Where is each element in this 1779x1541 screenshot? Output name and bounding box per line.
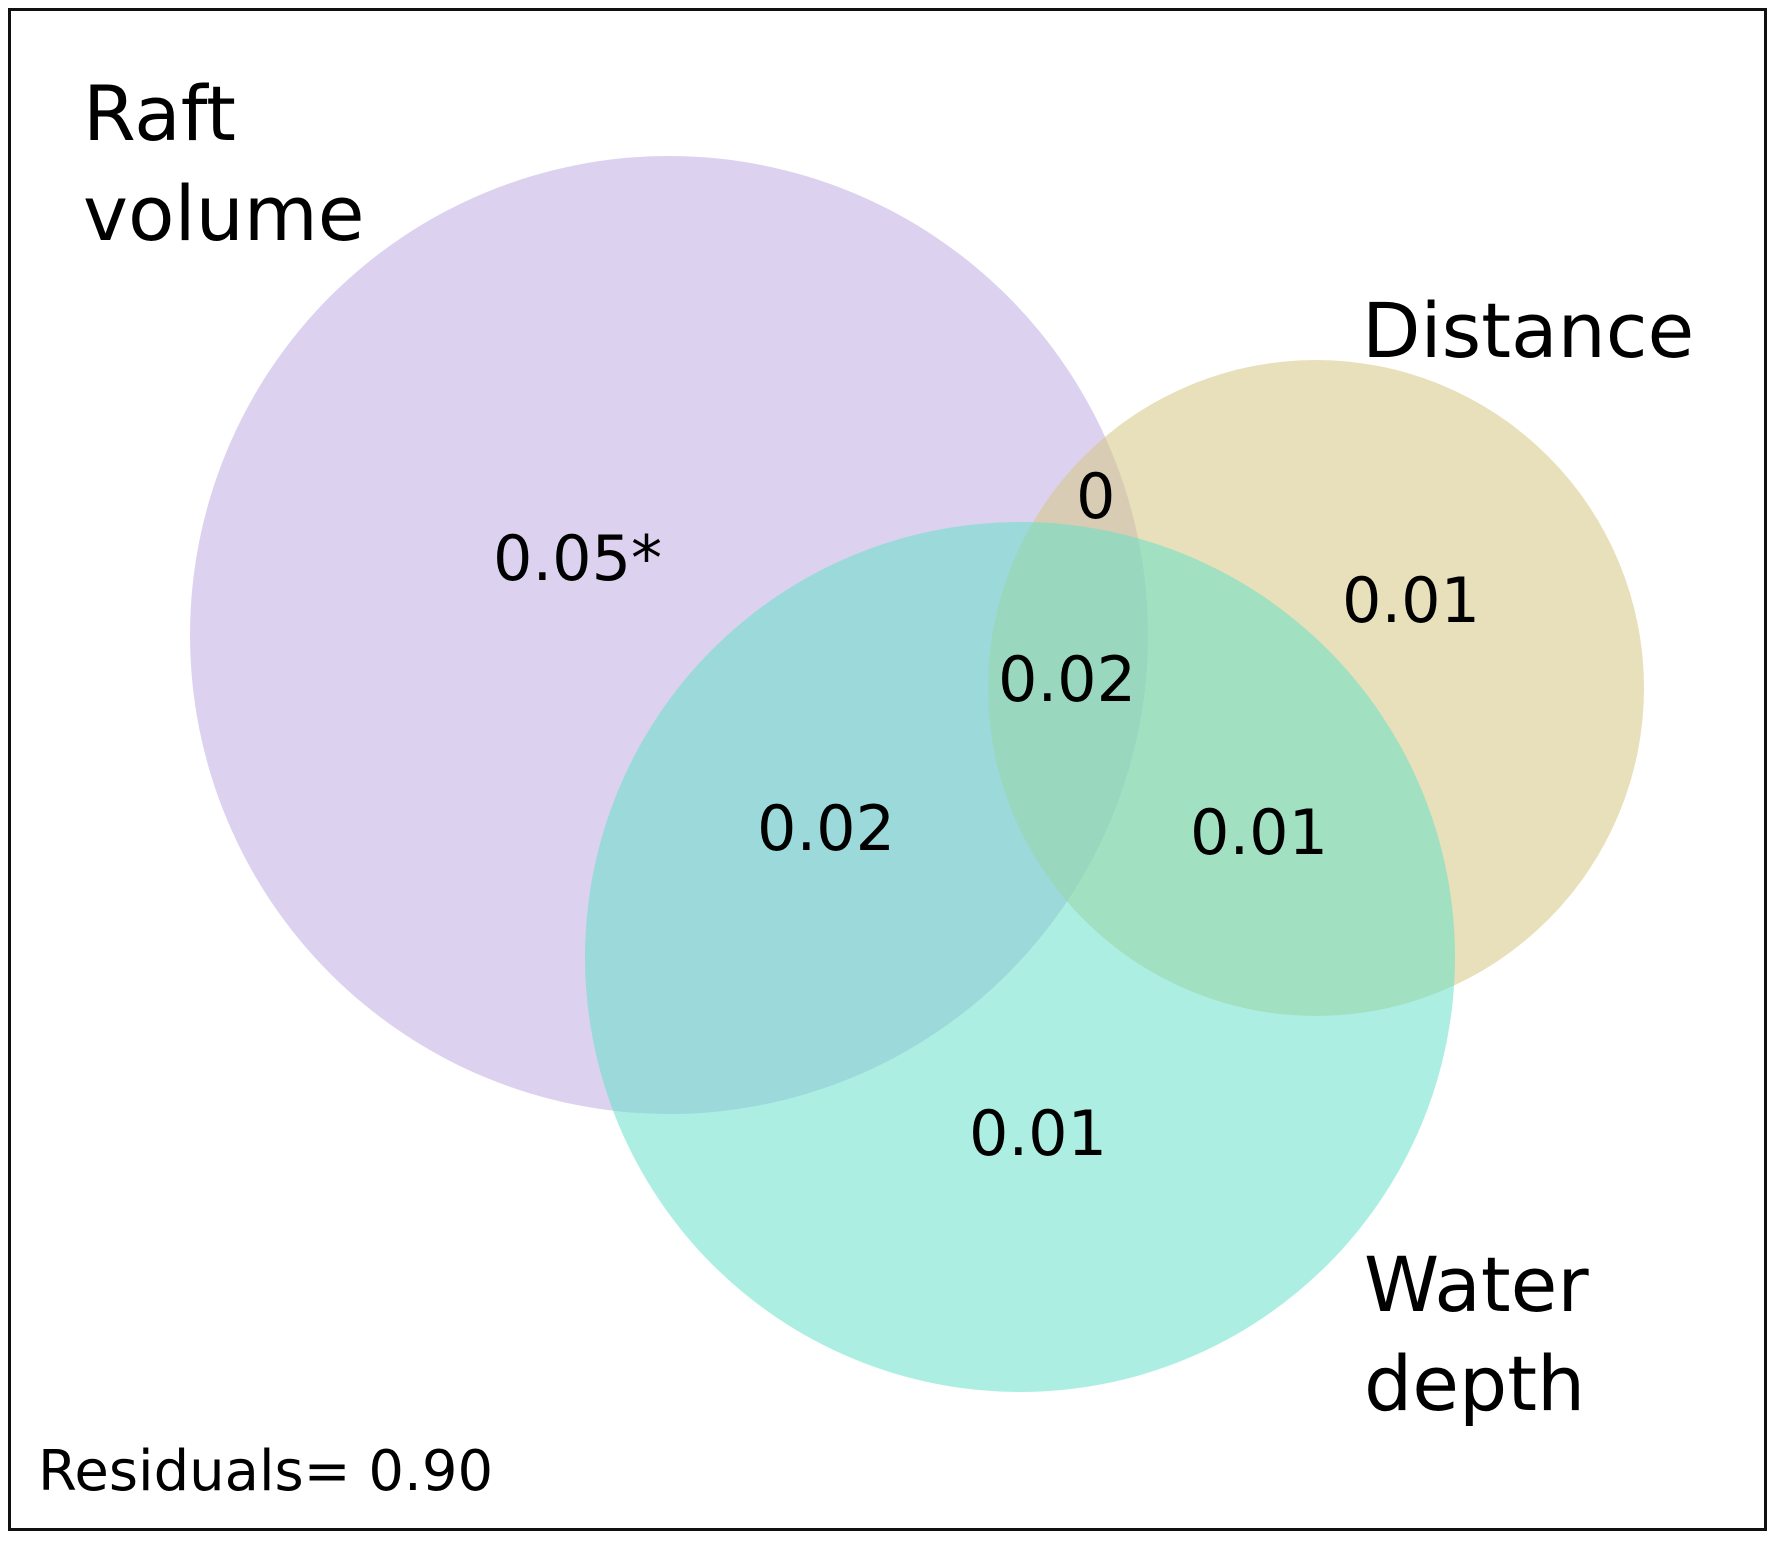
set-label-water-line1: Water	[1364, 1240, 1589, 1329]
region-value-raft-distance: 0	[1076, 460, 1115, 533]
residuals-label: Residuals= 0.90	[38, 1439, 493, 1504]
region-value-all-three: 0.02	[998, 643, 1136, 716]
region-value-distance-only: 0.01	[1342, 564, 1480, 637]
region-value-water-only: 0.01	[969, 1097, 1107, 1170]
region-value-raft-water: 0.02	[757, 792, 895, 865]
set-label-raft-line1: Raft	[83, 69, 236, 158]
water-depth-circle	[585, 522, 1455, 1392]
region-value-distance-water: 0.01	[1190, 796, 1328, 869]
set-label-distance: Distance	[1362, 286, 1694, 375]
set-label-raft-line2: volume	[83, 169, 365, 258]
set-label-water-line2: depth	[1364, 1339, 1585, 1428]
region-value-raft-only: 0.05*	[493, 522, 662, 595]
